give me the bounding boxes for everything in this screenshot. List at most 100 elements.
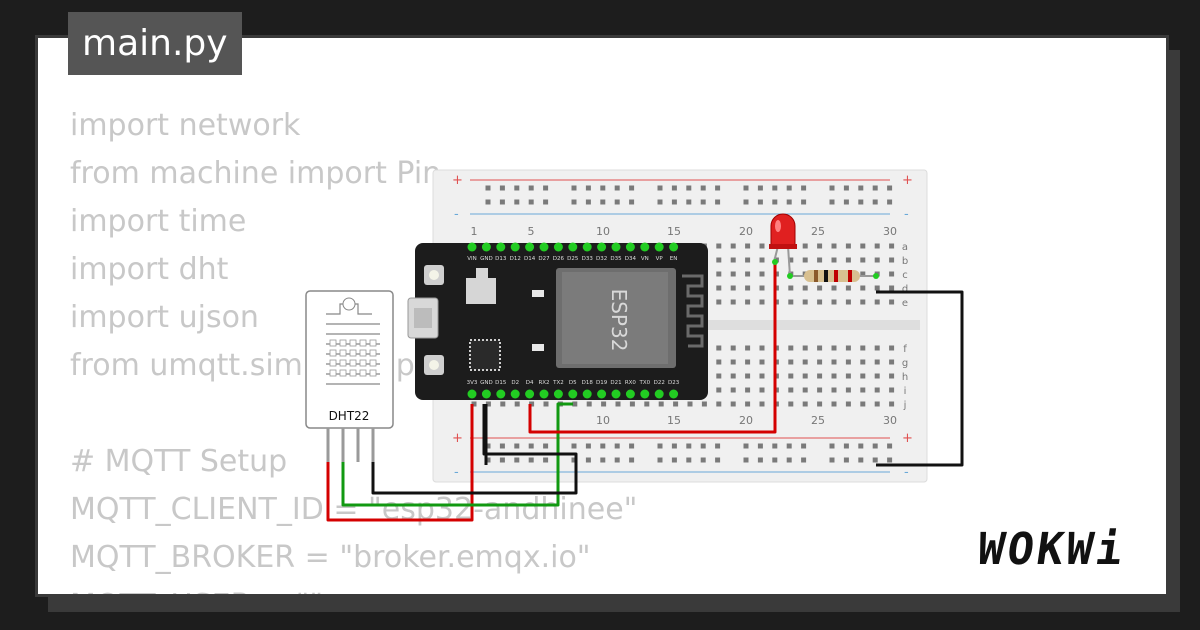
esp32-pin[interactable] bbox=[496, 389, 506, 399]
breadboard-hole bbox=[658, 401, 664, 407]
breadboard-hole bbox=[716, 373, 722, 379]
breadboard-hole bbox=[614, 185, 620, 191]
breadboard-hole bbox=[788, 401, 794, 407]
sensor-label: DHT22 bbox=[329, 409, 370, 423]
esp32-pin[interactable] bbox=[510, 389, 520, 399]
code-line: import dht bbox=[70, 252, 229, 287]
esp32-pin[interactable] bbox=[481, 242, 491, 252]
esp32-pin[interactable] bbox=[553, 389, 563, 399]
code-line: import network bbox=[70, 108, 301, 143]
esp32-pin[interactable] bbox=[525, 389, 535, 399]
esp32-pin[interactable] bbox=[510, 242, 520, 252]
dht22-sensor[interactable]: DHT22 bbox=[305, 290, 394, 462]
wire-black-resistor-gnd[interactable] bbox=[876, 290, 964, 467]
breadboard-hole bbox=[745, 257, 751, 263]
wire-red-led[interactable] bbox=[528, 262, 777, 434]
breadboard-hole bbox=[802, 345, 808, 351]
breadboard-hole bbox=[629, 199, 635, 205]
breadboard-hole bbox=[743, 199, 749, 205]
breadboard-hole bbox=[874, 345, 880, 351]
esp32-pin[interactable] bbox=[568, 242, 578, 252]
breadboard-hole bbox=[671, 199, 677, 205]
breadboard-hole bbox=[889, 345, 895, 351]
breadboard-hole bbox=[772, 199, 778, 205]
esp32-pin[interactable] bbox=[539, 389, 549, 399]
breadboard-hole bbox=[874, 285, 880, 291]
breadboard-hole bbox=[874, 257, 880, 263]
esp32-pin-label: D33 bbox=[582, 256, 594, 262]
esp32-pin[interactable] bbox=[654, 389, 664, 399]
code-line: import ujson bbox=[70, 300, 259, 335]
esp32-pin[interactable] bbox=[669, 242, 679, 252]
column-numbers-bottom: 10 15 20 25 30 bbox=[596, 414, 897, 427]
sensor-grid-cell bbox=[329, 349, 337, 357]
breadboard-hole bbox=[802, 401, 808, 407]
esp32-pin[interactable] bbox=[611, 242, 621, 252]
breadboard-hole bbox=[701, 401, 707, 407]
wire-green-sensor-data[interactable] bbox=[341, 402, 573, 507]
esp32-pin[interactable] bbox=[597, 242, 607, 252]
wire-black-sensor-gnd[interactable] bbox=[371, 404, 578, 495]
esp32-pin-label: VP bbox=[656, 256, 664, 262]
esp32-pin-label: VIN bbox=[467, 256, 477, 262]
row-letter: e bbox=[902, 298, 908, 309]
esp32-pin[interactable] bbox=[597, 389, 607, 399]
esp32-pin[interactable] bbox=[640, 242, 650, 252]
breadboard-hole bbox=[716, 359, 722, 365]
col-num-top: 15 bbox=[667, 225, 681, 238]
esp32-chip-label: ESP32 bbox=[607, 289, 631, 352]
esp32-pin[interactable] bbox=[467, 242, 477, 252]
row-letter: j bbox=[903, 400, 907, 411]
breadboard-hole bbox=[572, 401, 578, 407]
rail-plus-bottom-left: + bbox=[452, 431, 463, 446]
esp32-pin[interactable] bbox=[625, 389, 635, 399]
breadboard-hole bbox=[817, 373, 823, 379]
breadboard-hole bbox=[801, 457, 807, 463]
esp32-pin-label: D5 bbox=[569, 380, 577, 386]
esp32-pin[interactable] bbox=[525, 242, 535, 252]
breadboard-hole bbox=[872, 185, 878, 191]
col-num-bottom: 15 bbox=[667, 414, 681, 427]
esp32-pin[interactable] bbox=[582, 389, 592, 399]
breadboard-hole bbox=[802, 387, 808, 393]
esp32-pin-label: D21 bbox=[610, 380, 621, 386]
breadboard-hole bbox=[889, 257, 895, 263]
esp32-pin[interactable] bbox=[553, 242, 563, 252]
breadboard-hole bbox=[745, 299, 751, 305]
esp32-pin[interactable] bbox=[582, 242, 592, 252]
breadboard-hole bbox=[745, 285, 751, 291]
esp32-pin[interactable] bbox=[640, 389, 650, 399]
breadboard-hole bbox=[786, 443, 792, 449]
breadboard-hole bbox=[528, 199, 534, 205]
esp32-pin[interactable] bbox=[654, 242, 664, 252]
breadboard-hole bbox=[716, 345, 722, 351]
breadboard-hole bbox=[843, 443, 849, 449]
wire-red-sensor-vcc[interactable] bbox=[326, 404, 474, 522]
esp32-pin-label: VN bbox=[641, 256, 649, 262]
esp32-pin[interactable] bbox=[611, 389, 621, 399]
code-line: from machine import Pin bbox=[70, 156, 442, 191]
breadboard-hole bbox=[715, 457, 721, 463]
esp32-pin[interactable] bbox=[467, 389, 477, 399]
breadboard-hole bbox=[586, 401, 592, 407]
esp32-pin[interactable] bbox=[496, 242, 506, 252]
code-line: import time bbox=[70, 204, 247, 239]
esp32-pin[interactable] bbox=[625, 242, 635, 252]
breadboard-hole bbox=[716, 257, 722, 263]
esp32-pin[interactable] bbox=[539, 242, 549, 252]
esp32-pin[interactable] bbox=[568, 389, 578, 399]
breadboard-hole bbox=[745, 373, 751, 379]
breadboard-hole bbox=[874, 373, 880, 379]
esp32-pin[interactable] bbox=[669, 389, 679, 399]
breadboard-hole bbox=[817, 345, 823, 351]
breadboard-hole bbox=[889, 285, 895, 291]
breadboard-hole bbox=[889, 271, 895, 277]
esp32-pin[interactable] bbox=[481, 389, 491, 399]
sensor-grid-cell bbox=[359, 359, 367, 367]
esp32-pin-label: D23 bbox=[668, 380, 680, 386]
breadboard-hole bbox=[858, 457, 864, 463]
resistor[interactable] bbox=[792, 270, 878, 282]
file-tab[interactable]: main.py bbox=[68, 12, 242, 75]
breadboard-hole bbox=[543, 443, 549, 449]
